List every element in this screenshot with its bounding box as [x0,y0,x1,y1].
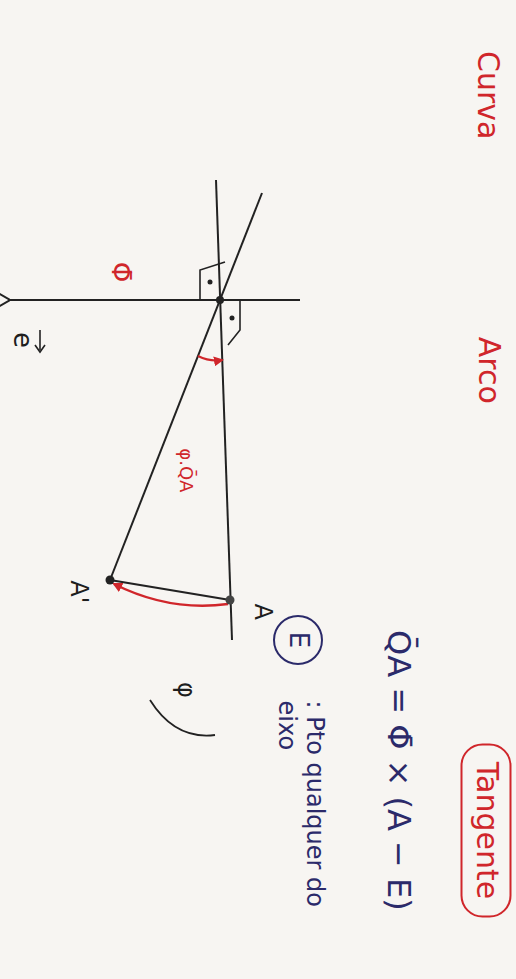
note-text: : Pto qualquer do eixo [272,700,327,960]
box-text: Tangente [469,761,504,899]
radius-line [110,193,262,580]
point-marker [216,296,224,304]
heading-word: Arco [471,336,506,403]
highlight-box: Tangente [461,743,512,917]
point-label: A [248,604,276,620]
vector-mark [39,330,41,350]
right-angle-dot [230,316,235,321]
axis-name: e [7,332,37,348]
point-marker [226,596,235,605]
point-marker [106,576,115,585]
vector-label: Φ̄ [105,262,135,282]
angle-label: φ.Q̄A [176,448,197,492]
angle-arc [150,700,215,736]
angle-label: φ [171,682,199,698]
heading-word: Curva [471,51,506,139]
angle-arc [198,356,222,361]
right-angle-mark [228,300,240,345]
axis-line [8,299,300,301]
rotation-arc [114,584,228,606]
right-angle-dot [208,280,213,285]
right-angle-mark [200,262,225,300]
box-text: E [283,632,313,648]
formula: Q̄A = Φ̄ × (A − E) [380,629,417,910]
point-label: A' [64,580,92,603]
point-circle: E [273,615,323,665]
radius-line [216,180,232,640]
